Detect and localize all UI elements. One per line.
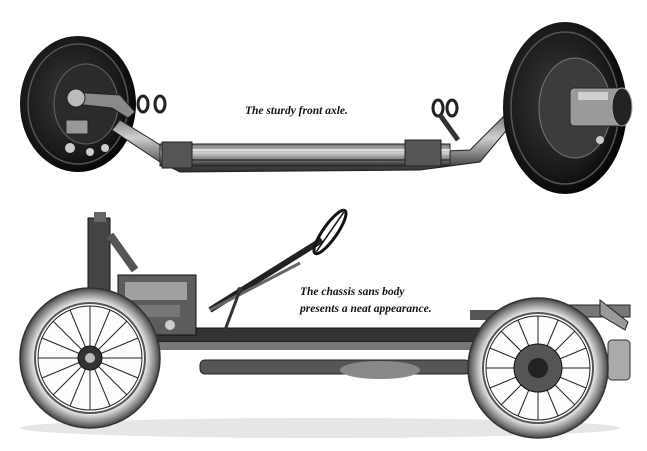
chassis-caption-line-1: The chassis sans body bbox=[300, 286, 405, 298]
front-axle bbox=[20, 22, 633, 194]
rear-wheel bbox=[467, 297, 609, 439]
steering-wheel bbox=[312, 208, 348, 256]
chassis bbox=[19, 208, 631, 439]
steering-column bbox=[208, 237, 324, 313]
chassis-caption-line-2: presents a neat appearance. bbox=[300, 303, 432, 315]
chassis-caption: The chassis sans body presents a neat ap… bbox=[300, 284, 432, 318]
front-axle-caption: The sturdy front axle. bbox=[245, 105, 348, 117]
front-wheel bbox=[19, 287, 161, 429]
